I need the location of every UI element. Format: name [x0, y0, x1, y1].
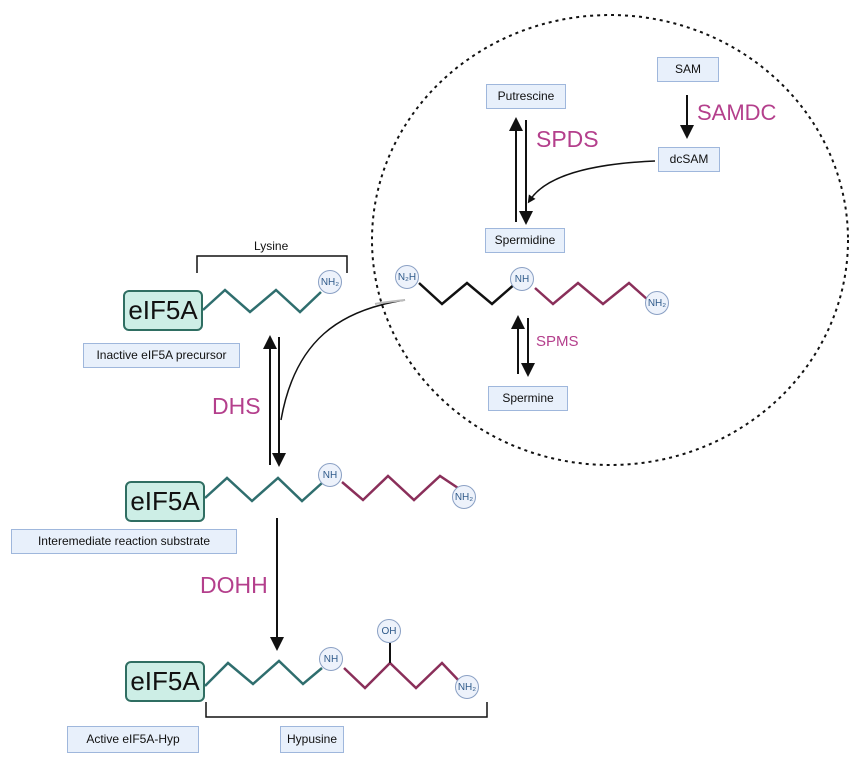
stage2-chain-teal: [204, 476, 323, 503]
stage2-caption: Interemediate reaction substrate: [11, 529, 237, 554]
stage3-nh2-atom: NH₂: [455, 675, 479, 699]
dcsam-curve: [527, 160, 656, 204]
stage1-nh2-atom: NH₂: [318, 270, 342, 294]
spermidine-chain-black: [418, 281, 517, 306]
stage2-eif5a-protein: eIF5A: [125, 481, 205, 522]
putrescine-label: Putrescine: [486, 84, 566, 109]
stage2-nh2-atom: NH₂: [452, 485, 476, 509]
hypusine-bracket: [205, 702, 488, 718]
spermidine-nh2-atom: NH₂: [645, 291, 669, 315]
samdc-enzyme-label: SAMDC: [697, 100, 777, 125]
spms-enzyme-label: SPMS: [536, 333, 579, 350]
spermidine-nh-atom: NH: [510, 267, 534, 291]
stage3-nh-atom: NH: [319, 647, 343, 671]
stage3-chain-teal: [204, 659, 323, 687]
spermidine-label: Spermidine: [485, 228, 565, 253]
stage3-chain-purple: [343, 661, 462, 690]
hypusine-label: Hypusine: [280, 726, 344, 753]
stage3-caption: Active eIF5A-Hyp: [67, 726, 199, 753]
stage1-caption: Inactive eIF5A precursor: [83, 343, 240, 368]
stage2-chain-purple: [341, 474, 459, 502]
stage1-chain: [202, 288, 322, 314]
lysine-label: Lysine: [254, 239, 289, 253]
spermidine-chain-purple: [534, 281, 649, 306]
stage2-nh-atom: NH: [318, 463, 342, 487]
spermidine-transfer-curve: [280, 299, 406, 421]
lysine-bracket: [196, 255, 348, 273]
dcsam-label: dcSAM: [658, 147, 720, 172]
dhs-enzyme-label: DHS: [212, 393, 261, 419]
stage3-oh-atom: OH: [377, 619, 401, 643]
spermidine-n2h-atom: N₂H: [395, 265, 419, 289]
stage1-eif5a-protein: eIF5A: [123, 290, 203, 331]
spermine-label: Spermine: [488, 386, 568, 411]
sam-label: SAM: [657, 57, 719, 82]
dohh-enzyme-label: DOHH: [200, 572, 268, 598]
stage3-eif5a-protein: eIF5A: [125, 661, 205, 702]
cell-compartment-circle: [371, 14, 849, 466]
spds-enzyme-label: SPDS: [536, 126, 599, 152]
